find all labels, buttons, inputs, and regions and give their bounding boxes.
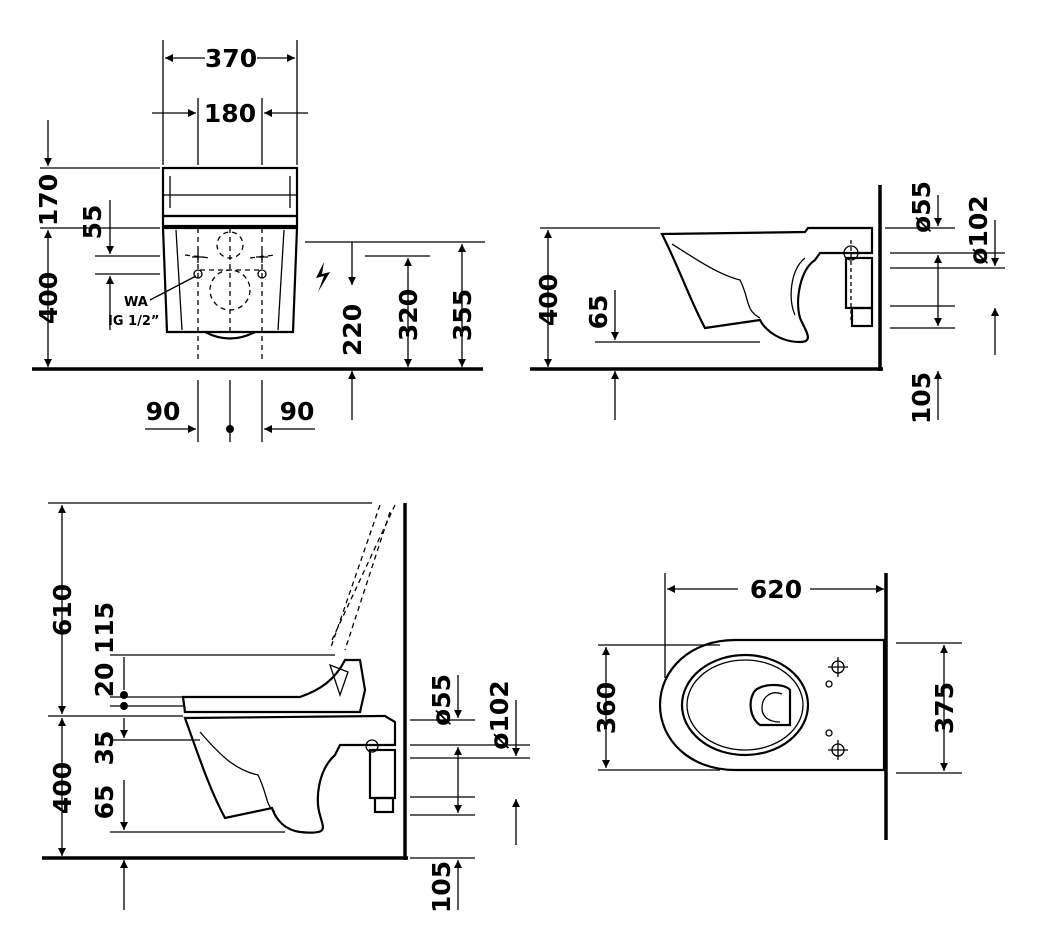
- seat-cover: [161, 166, 299, 218]
- dim-65-side: 65: [584, 295, 613, 330]
- label-thread: IG 1/2”: [108, 314, 159, 329]
- electric-symbol-icon: [316, 262, 330, 292]
- dim-dia55-bottom: ø55: [427, 674, 456, 726]
- dim-105-top: 105: [907, 372, 936, 424]
- dim-375: 375: [930, 682, 959, 734]
- dim-20: 20: [90, 663, 119, 698]
- dim-400-side: 400: [534, 274, 563, 326]
- bowl-top: [658, 638, 886, 772]
- dim-180: 180: [204, 99, 256, 128]
- dim-355: 355: [448, 289, 477, 341]
- dim-400-bottom: 400: [48, 762, 77, 814]
- side-view-bottom: 610 400 115 20 35 65 ø55 ø102 105: [42, 502, 530, 913]
- dim-90-left: 90: [146, 397, 181, 426]
- dim-370: 370: [205, 44, 257, 73]
- dim-dia55-top: ø55: [907, 181, 936, 233]
- label-wa: WA: [124, 295, 148, 310]
- top-view: 620 360 375: [592, 573, 962, 840]
- dim-55: 55: [78, 205, 107, 240]
- dim-170: 170: [34, 174, 63, 226]
- dim-90-right: 90: [280, 397, 315, 426]
- front-view: 370 180 170 400 55 WA IG 1/2” 90 90: [32, 40, 485, 442]
- dim-65-bottom: 65: [90, 785, 119, 820]
- dim-dia102-bottom: ø102: [485, 680, 514, 749]
- side-view-top: 400 65 ø55 ø102 105: [530, 181, 1005, 424]
- dim-35: 35: [90, 731, 119, 766]
- dim-115: 115: [90, 602, 119, 654]
- dim-610: 610: [48, 584, 77, 636]
- seat-side: [181, 658, 367, 714]
- dim-620: 620: [750, 575, 802, 604]
- bowl-side-bottom: [183, 714, 397, 834]
- dim-400: 400: [34, 272, 63, 324]
- dim-220: 220: [338, 304, 367, 356]
- dim-dia102-top: ø102: [964, 195, 993, 264]
- lid-open-outline: [329, 504, 396, 651]
- bowl-side-top: [660, 226, 874, 344]
- bowl-front: [161, 226, 299, 334]
- dim-320: 320: [394, 289, 423, 341]
- dim-105-bottom: 105: [427, 861, 456, 913]
- dim-360: 360: [592, 682, 621, 734]
